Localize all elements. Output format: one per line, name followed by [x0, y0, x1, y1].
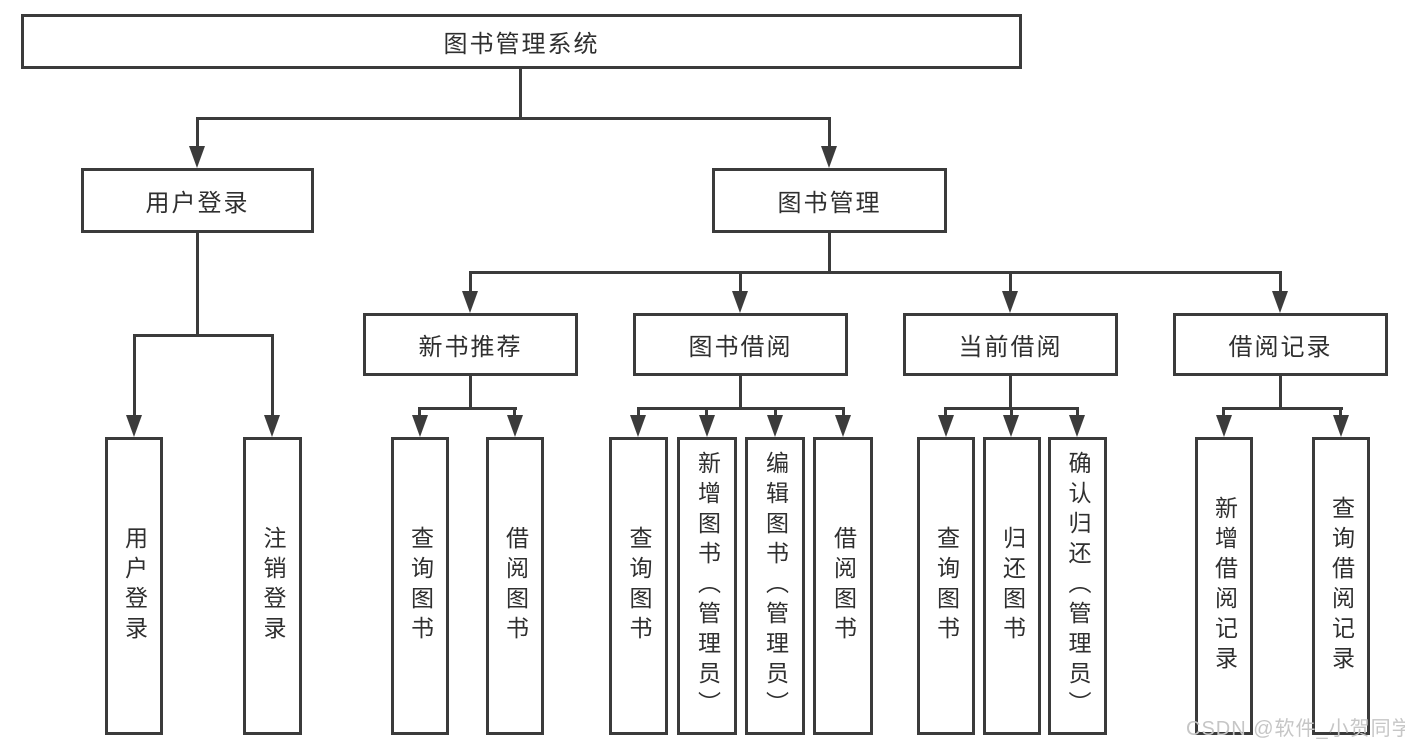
connector-line	[739, 376, 742, 409]
connector-line	[1010, 407, 1013, 419]
node-label: 当前借阅	[958, 334, 1063, 361]
node-br-add-record: 新增借阅记录	[1195, 437, 1253, 735]
connector-line	[513, 407, 516, 419]
arrow-down-icon	[1003, 415, 1019, 437]
connector-line	[637, 407, 640, 419]
connector-line	[1009, 271, 1012, 293]
connector-line	[774, 407, 777, 419]
connector-line	[271, 334, 274, 417]
node-label: 查询图书	[626, 526, 652, 646]
node-library-management-system: 图书管理系统	[21, 14, 1022, 69]
arrow-down-icon	[835, 415, 851, 437]
node-cb-return-book: 归还图书	[983, 437, 1041, 735]
connector-line	[1223, 407, 1343, 410]
node-label: 注销登录	[260, 526, 286, 646]
connector-line	[1222, 407, 1225, 419]
arrow-down-icon	[126, 415, 142, 437]
connector-line	[1009, 376, 1012, 409]
node-label: 查询图书	[933, 526, 960, 646]
node-label: 借阅图书	[502, 526, 529, 646]
connector-line	[196, 117, 831, 120]
connector-line	[1279, 271, 1282, 293]
connector-line	[133, 334, 274, 337]
node-book-borrowing: 图书借阅	[633, 313, 848, 376]
connector-line	[705, 407, 708, 419]
node-label: 借阅图书	[830, 526, 857, 646]
arrow-down-icon	[264, 415, 280, 437]
node-cb-confirm-return-admin: 确认归还（管理员）	[1048, 437, 1107, 735]
node-user-login: 用户登录	[81, 168, 314, 233]
node-label: 图书借阅	[688, 334, 793, 361]
connector-line	[469, 271, 1282, 274]
node-cb-query-book: 查询图书	[917, 437, 975, 735]
connector-line	[469, 271, 472, 293]
node-label: 查询图书	[407, 526, 434, 646]
connector-line	[828, 233, 831, 274]
connector-line	[418, 407, 517, 410]
node-label: 新增借阅记录	[1211, 496, 1238, 676]
arrow-down-icon	[507, 415, 523, 437]
connector-line	[418, 407, 421, 419]
connector-line	[842, 407, 845, 419]
connector-line	[1339, 407, 1342, 419]
node-label: 归还图书	[999, 526, 1026, 646]
connector-line	[1076, 407, 1079, 419]
node-bb-add-book-admin: 新增图书（管理员）	[677, 437, 737, 735]
node-br-query-record: 查询借阅记录	[1312, 437, 1370, 735]
connector-line	[469, 376, 472, 409]
connector-line	[739, 271, 742, 293]
connector-line	[519, 69, 522, 118]
arrow-down-icon	[630, 415, 646, 437]
node-label: 图书管理	[777, 190, 882, 217]
node-current-borrowing: 当前借阅	[903, 313, 1118, 376]
arrow-down-icon	[462, 291, 478, 313]
arrow-down-icon	[1333, 415, 1349, 437]
arrow-down-icon	[1216, 415, 1232, 437]
node-label: 用户登录	[121, 526, 148, 646]
node-label: 新增图书（管理员）	[694, 451, 721, 721]
node-book-management: 图书管理	[712, 168, 947, 233]
connector-line	[828, 117, 831, 146]
watermark: CSDN @软件_小贺同学	[1186, 718, 1405, 740]
connector-line	[133, 334, 136, 417]
connector-line	[944, 407, 947, 419]
node-label: 确认归还（管理员）	[1065, 451, 1091, 721]
node-bb-edit-book-admin: 编辑图书（管理员）	[745, 437, 805, 735]
node-label: 编辑图书（管理员）	[762, 451, 789, 721]
node-rec-query-book: 查询图书	[391, 437, 449, 735]
arrow-down-icon	[938, 415, 954, 437]
node-user-login-leaf: 用户登录	[105, 437, 163, 735]
node-new-book-recommend: 新书推荐	[363, 313, 578, 376]
node-borrow-records: 借阅记录	[1173, 313, 1388, 376]
arrow-down-icon	[1002, 291, 1018, 313]
arrow-down-icon	[732, 291, 748, 313]
connector-line	[637, 407, 845, 410]
connector-line	[1279, 376, 1282, 409]
connector-line	[196, 233, 199, 337]
node-label: 借阅记录	[1228, 334, 1333, 361]
node-bb-borrow-book: 借阅图书	[813, 437, 873, 735]
arrow-down-icon	[1272, 291, 1288, 313]
arrow-down-icon	[412, 415, 428, 437]
node-label: 用户登录	[145, 190, 250, 217]
node-label: 图书管理系统	[443, 31, 600, 58]
arrow-down-icon	[699, 415, 715, 437]
node-rec-borrow-book: 借阅图书	[486, 437, 544, 735]
arrow-down-icon	[189, 146, 205, 168]
connector-line	[196, 117, 199, 146]
node-bb-query-book: 查询图书	[609, 437, 668, 735]
node-label: 新书推荐	[418, 334, 523, 361]
arrow-down-icon	[821, 146, 837, 168]
arrow-down-icon	[1069, 415, 1085, 437]
arrow-down-icon	[767, 415, 783, 437]
node-label: 查询借阅记录	[1328, 496, 1355, 676]
node-logout-leaf: 注销登录	[243, 437, 302, 735]
